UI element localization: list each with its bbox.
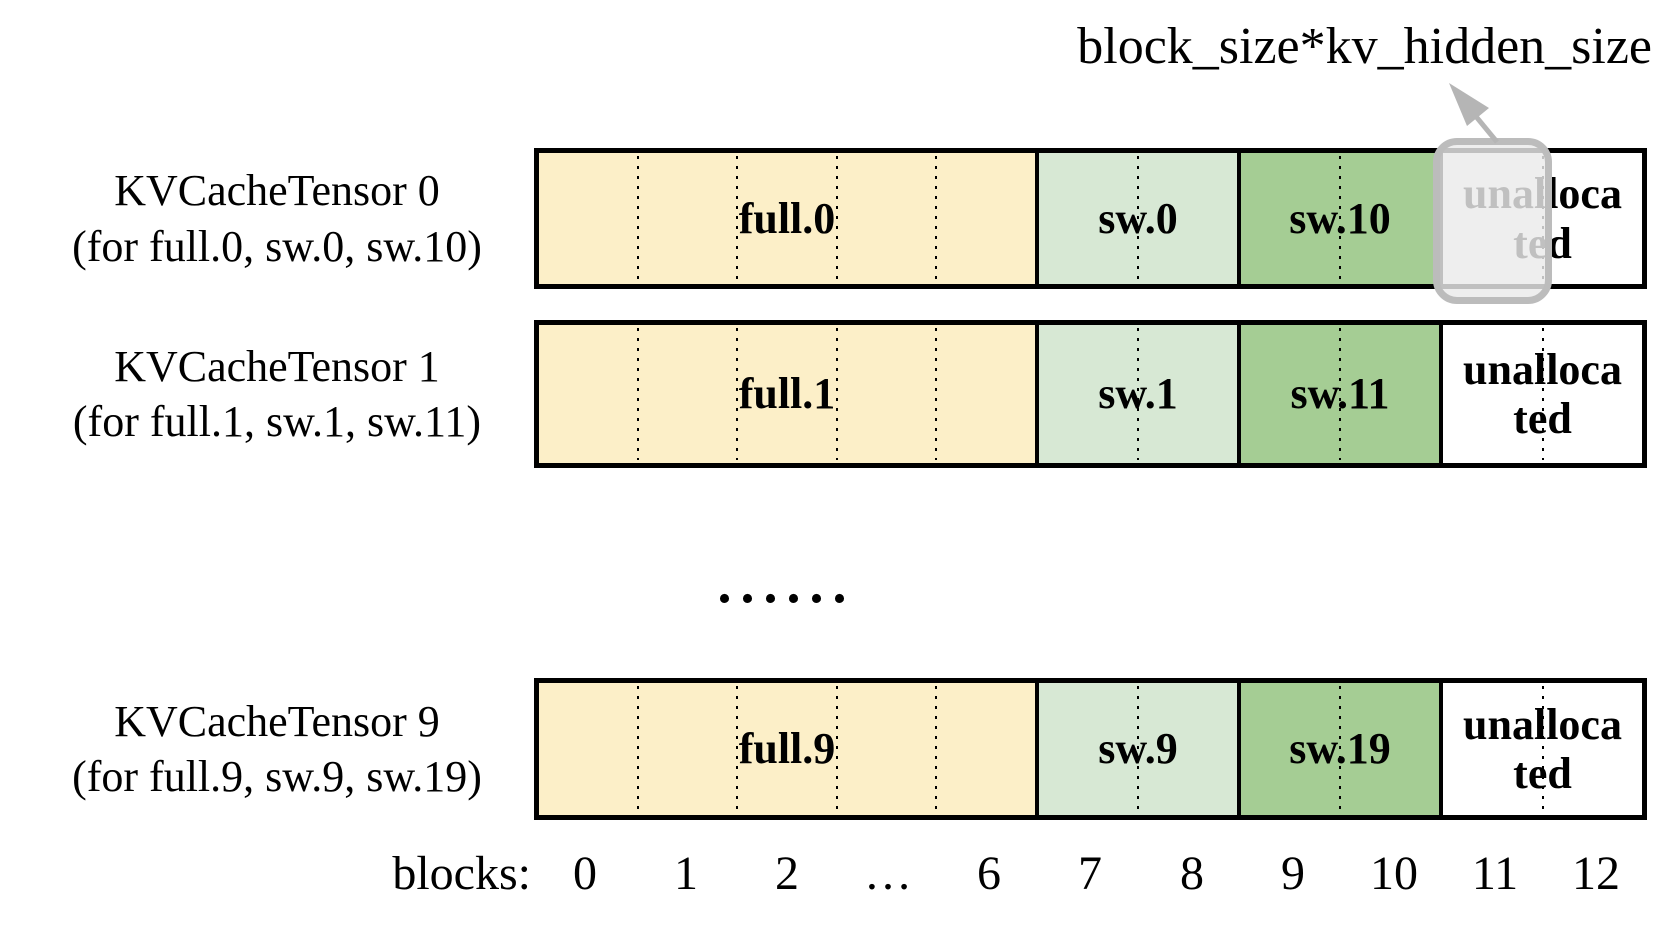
block-tick: … bbox=[864, 847, 912, 900]
tensor-9-label: KVCacheTensor 9 (for full.9, sw.9, sw.19… bbox=[36, 678, 518, 820]
segment-full-1: full.1 bbox=[539, 325, 1039, 463]
highlight-box bbox=[1433, 138, 1552, 304]
tensor-9-bar: full.9 sw.9 sw.19 unallocated bbox=[534, 678, 1647, 820]
block-tick: 8 bbox=[1180, 847, 1204, 900]
tensor-row-9: KVCacheTensor 9 (for full.9, sw.9, sw.19… bbox=[0, 678, 1676, 820]
block-tick: 7 bbox=[1078, 847, 1102, 900]
tensor-9-name: KVCacheTensor 9 bbox=[114, 696, 440, 746]
segment-label: sw.19 bbox=[1289, 724, 1391, 774]
segment-sw-10: sw.10 bbox=[1241, 153, 1443, 284]
segment-sw-0: sw.0 bbox=[1039, 153, 1241, 284]
block-tick: 11 bbox=[1471, 847, 1519, 900]
segment-label: sw.11 bbox=[1290, 369, 1390, 419]
segment-label: full.9 bbox=[738, 724, 836, 774]
segment-sw-19: sw.19 bbox=[1241, 683, 1443, 815]
segment-label: sw.9 bbox=[1098, 724, 1178, 774]
tensor-row-0: KVCacheTensor 0 (for full.0, sw.0, sw.10… bbox=[0, 148, 1676, 289]
block-tick: 2 bbox=[775, 847, 799, 900]
block-divider bbox=[1137, 686, 1139, 812]
block-divider bbox=[934, 328, 937, 460]
tensor-1-bar: full.1 sw.1 sw.11 unallocated bbox=[534, 320, 1647, 468]
block-divider bbox=[835, 156, 838, 281]
block-divider bbox=[835, 328, 838, 460]
block-divider bbox=[1137, 156, 1139, 281]
block-divider bbox=[1339, 328, 1341, 460]
tensor-1-name: KVCacheTensor 1 bbox=[114, 341, 440, 391]
block-tick: 0 bbox=[573, 847, 597, 900]
tensor-row-1: KVCacheTensor 1 (for full.1, sw.1, sw.11… bbox=[0, 320, 1676, 468]
block-tick: 6 bbox=[977, 847, 1001, 900]
block-divider bbox=[1541, 686, 1544, 812]
block-divider bbox=[1541, 328, 1544, 460]
segment-sw-1: sw.1 bbox=[1039, 325, 1241, 463]
blocks-axis: blocks: 0 1 2 … 6 7 8 9 10 11 12 bbox=[0, 846, 1676, 910]
block-size-annotation: block_size*kv_hidden_size bbox=[1077, 18, 1652, 75]
segment-label: sw.10 bbox=[1289, 193, 1391, 243]
block-divider bbox=[934, 156, 937, 281]
block-divider bbox=[637, 328, 640, 460]
block-divider bbox=[934, 686, 937, 812]
block-divider bbox=[637, 686, 640, 812]
block-divider bbox=[1137, 328, 1139, 460]
blocks-axis-title: blocks: bbox=[392, 847, 531, 900]
rows-ellipsis: ...... bbox=[717, 553, 856, 615]
segment-unallocated-1: unallocated bbox=[1443, 325, 1642, 463]
segment-sw-9: sw.9 bbox=[1039, 683, 1241, 815]
block-tick: 12 bbox=[1572, 847, 1620, 900]
segment-label: full.0 bbox=[738, 193, 836, 243]
segment-label: full.1 bbox=[738, 369, 836, 419]
segment-full-9: full.9 bbox=[539, 683, 1039, 815]
tensor-9-subtitle: (for full.9, sw.9, sw.19) bbox=[72, 752, 482, 801]
block-divider bbox=[1339, 686, 1341, 812]
block-divider bbox=[736, 686, 739, 812]
block-divider bbox=[736, 328, 739, 460]
block-divider bbox=[736, 156, 739, 281]
block-tick: 1 bbox=[674, 847, 698, 900]
tensor-0-name: KVCacheTensor 0 bbox=[114, 166, 440, 216]
block-divider bbox=[1339, 156, 1341, 281]
segment-label: unallocated bbox=[1463, 344, 1622, 443]
tensor-1-label: KVCacheTensor 1 (for full.1, sw.1, sw.11… bbox=[36, 320, 518, 468]
block-tick: 10 bbox=[1370, 847, 1418, 900]
segment-label: sw.0 bbox=[1098, 193, 1178, 243]
block-divider bbox=[835, 686, 838, 812]
tensor-0-subtitle: (for full.0, sw.0, sw.10) bbox=[72, 221, 482, 271]
segment-sw-11: sw.11 bbox=[1241, 325, 1443, 463]
block-tick: 9 bbox=[1281, 847, 1305, 900]
tensor-1-subtitle: (for full.1, sw.1, sw.11) bbox=[72, 397, 482, 446]
annotation-arrow-icon bbox=[1449, 83, 1499, 144]
segment-full-0: full.0 bbox=[539, 153, 1039, 284]
tensor-0-label: KVCacheTensor 0 (for full.0, sw.0, sw.10… bbox=[36, 148, 518, 289]
segment-label: sw.1 bbox=[1098, 369, 1178, 419]
segment-unallocated-9: unallocated bbox=[1443, 683, 1642, 815]
segment-label: unallocated bbox=[1463, 699, 1622, 798]
block-divider bbox=[637, 156, 640, 281]
